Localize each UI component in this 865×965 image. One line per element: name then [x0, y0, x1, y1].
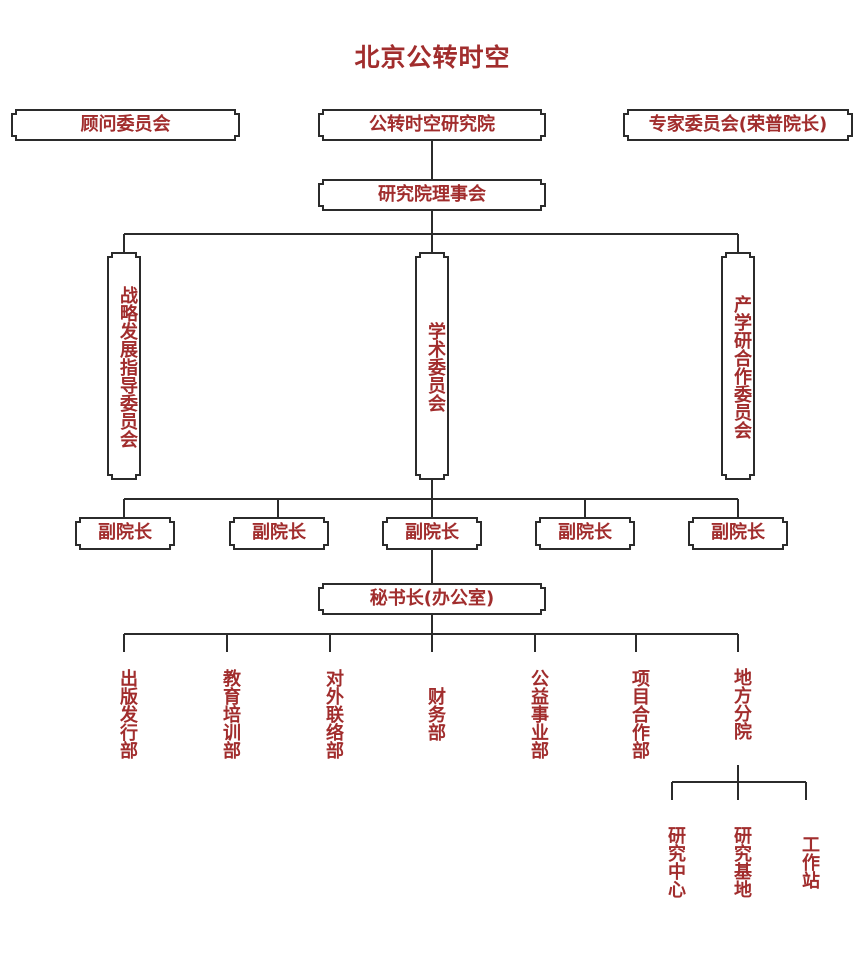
industry-committee-box: 产学研合作委员会: [731, 295, 752, 439]
branch-research-center: 研究中心: [665, 826, 686, 898]
secretary-box: 秘书长(办公室): [369, 588, 495, 609]
vice-president-box: 副院长: [711, 522, 765, 543]
industry-committee-frame: [721, 252, 755, 480]
vice-president-box: 副院长: [252, 522, 306, 543]
academic-committee-frame: [415, 252, 449, 480]
strategy-committee-box: 战略发展指导委员会: [117, 286, 138, 448]
expert-committee-box: 专家委员会(荣普院长): [648, 114, 828, 135]
vice-president-frame: [382, 517, 482, 550]
department-training: 教育培训部: [220, 669, 241, 759]
department-welfare: 公益事业部: [528, 669, 549, 759]
vice-president-frame: [535, 517, 635, 550]
strategy-committee-frame: [107, 252, 141, 480]
box-frames: [11, 109, 853, 615]
institute-frame: [318, 109, 546, 141]
advisory-committee-frame: [11, 109, 240, 141]
page-title: 北京公转时空: [354, 43, 511, 72]
institute-box: 公转时空研究院: [369, 114, 495, 135]
department-finance: 财务部: [425, 687, 446, 741]
vice-president-box: 副院长: [98, 522, 152, 543]
department-publishing: 出版发行部: [117, 669, 138, 759]
expert-committee-frame: [623, 109, 853, 141]
vice-president-box: 副院长: [405, 522, 459, 543]
connector-lines: [123, 141, 807, 800]
department-liaison: 对外联络部: [323, 669, 344, 759]
department-local-branch: 地方分院: [731, 668, 752, 740]
advisory-committee-box: 顾问委员会: [80, 114, 171, 135]
academic-committee-box: 学术委员会: [425, 322, 446, 412]
council-box: 研究院理事会: [378, 184, 486, 205]
vice-president-box: 副院长: [558, 522, 612, 543]
vice-president-frame: [75, 517, 175, 550]
department-projects: 项目合作部: [629, 669, 650, 759]
vice-president-frame: [688, 517, 788, 550]
branch-research-base: 研究基地: [731, 826, 752, 898]
branch-workstation: 工作站: [799, 835, 820, 889]
vice-president-frame: [229, 517, 329, 550]
council-frame: [318, 179, 546, 211]
secretary-frame: [318, 583, 546, 615]
